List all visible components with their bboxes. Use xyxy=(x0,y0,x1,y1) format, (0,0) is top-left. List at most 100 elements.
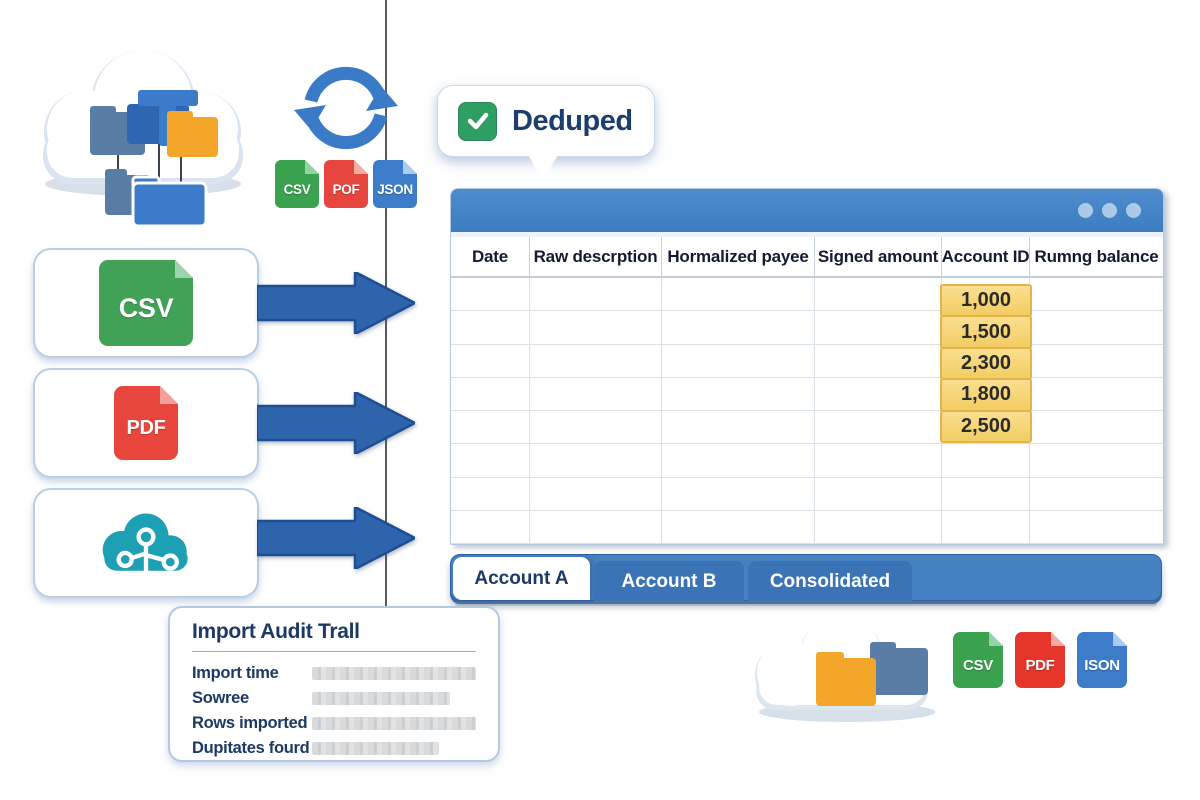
audit-title-divider xyxy=(192,651,476,652)
flow-arrow-cloud xyxy=(257,507,415,569)
folder-icon-orange xyxy=(167,111,218,157)
flow-arrow-pdf xyxy=(257,392,415,454)
table-cell xyxy=(451,344,530,377)
checkmark-icon xyxy=(458,101,497,141)
audit-row-label: Rows imported xyxy=(192,714,308,732)
table-cell xyxy=(451,278,530,311)
table-cell xyxy=(451,477,530,510)
tabbar-shadow xyxy=(455,601,1157,606)
table-cell xyxy=(1030,378,1163,410)
fold-corner xyxy=(354,160,368,174)
flow-arrow-csv xyxy=(257,272,415,334)
source-card-cloud xyxy=(33,488,259,598)
table-cell xyxy=(942,444,1030,477)
source-card-pdf: PDF xyxy=(33,368,259,478)
table-cell xyxy=(815,344,942,377)
column-header-date: Date xyxy=(451,237,530,276)
audit-value-bar xyxy=(312,717,476,730)
table-cell xyxy=(1030,444,1163,476)
callout-tail xyxy=(527,153,559,181)
cloud-folders-illustration-bottom xyxy=(755,618,935,722)
column-header-rumng-balance: Rumng balance xyxy=(1034,246,1159,266)
table-cell xyxy=(815,377,942,410)
deduped-label: Deduped xyxy=(512,104,633,137)
highlight-cell: 2,300 xyxy=(940,346,1032,381)
csv-file-icon: CSV xyxy=(99,260,193,346)
table-row xyxy=(451,510,1163,544)
column-header-account-id: Account ID xyxy=(942,237,1030,276)
folder-connector-lines xyxy=(117,142,182,184)
file-badge-label: JSON xyxy=(377,181,413,197)
table-cell xyxy=(1030,511,1163,543)
fold-corner xyxy=(1051,632,1065,646)
folder-icon-blue-pipe xyxy=(127,90,198,146)
table-cell xyxy=(662,411,815,444)
table-cell xyxy=(815,278,942,311)
window-control-dot[interactable] xyxy=(1126,203,1141,218)
csv-file-label: CSV xyxy=(118,292,174,323)
file-badge-label: CSV xyxy=(283,181,311,197)
table-row xyxy=(451,444,1163,478)
table-cell xyxy=(451,411,530,444)
table-row xyxy=(451,311,1163,345)
file-badge-bottom-pdf: PDF xyxy=(1015,632,1065,688)
table-cell xyxy=(662,510,815,543)
audit-row-sowree: Sowree xyxy=(192,686,476,711)
sync-icon xyxy=(294,66,398,150)
tab-consolidated[interactable]: Consolidated xyxy=(748,561,912,602)
table-body xyxy=(451,278,1163,544)
table-cell xyxy=(1030,345,1163,377)
audit-value-bar xyxy=(312,667,476,680)
file-badge-label: POF xyxy=(332,181,360,197)
audit-row-rows-imported: Rows imported xyxy=(192,711,476,736)
audit-row-label: Sowree xyxy=(192,689,249,707)
window-control-dot[interactable] xyxy=(1078,203,1093,218)
table-cell xyxy=(451,510,530,543)
pdf-file-icon: PDF xyxy=(114,386,178,460)
table-cell xyxy=(530,377,662,410)
table-cell xyxy=(662,444,815,477)
table-cell xyxy=(815,311,942,344)
folder-icon-blue-lower xyxy=(131,175,208,228)
window-controls xyxy=(1078,203,1141,218)
file-badge-top-pof: POF xyxy=(324,160,368,208)
table-row xyxy=(451,344,1163,378)
folder-icon-orange-bottom xyxy=(816,652,876,706)
file-badge-bottom-ison: ISON xyxy=(1077,632,1127,688)
file-badge-bottom-csv: CSV xyxy=(953,632,1003,688)
file-badge-label: PDF xyxy=(1025,656,1055,674)
table-cell xyxy=(530,477,662,510)
table-cell xyxy=(662,477,815,510)
table-cell xyxy=(1030,411,1163,443)
deduped-callout: Deduped xyxy=(437,85,655,157)
table-cell xyxy=(530,311,662,344)
folder-icon-slate xyxy=(90,106,145,155)
column-header-signed-amount: Signed amount xyxy=(815,237,942,276)
tab-account-a[interactable]: Account A xyxy=(453,557,590,600)
window-titlebar xyxy=(451,189,1163,237)
fold-corner xyxy=(1113,632,1127,646)
cloud-folders-illustration xyxy=(43,50,243,228)
audit-value-bar xyxy=(312,742,439,755)
highlight-cell: 2,500 xyxy=(940,409,1032,443)
column-header-raw-descrption: Raw descrption xyxy=(530,237,662,276)
table-cell xyxy=(530,411,662,444)
table-cell xyxy=(815,444,942,477)
audit-row-label: Import time xyxy=(192,664,279,682)
table-cell xyxy=(530,510,662,543)
file-badge-top-csv: CSV xyxy=(275,160,319,208)
highlight-cell: 1,500 xyxy=(940,315,1032,349)
audit-panel-title: Import Audit Trall xyxy=(192,620,360,643)
tab-account-b[interactable]: Account B xyxy=(594,561,744,602)
folder-icon-slate-lower xyxy=(105,169,151,215)
folder-icon-slate-bottom xyxy=(870,642,928,695)
table-cell xyxy=(1030,478,1163,510)
window-control-dot[interactable] xyxy=(1102,203,1117,218)
table-cell xyxy=(451,311,530,344)
